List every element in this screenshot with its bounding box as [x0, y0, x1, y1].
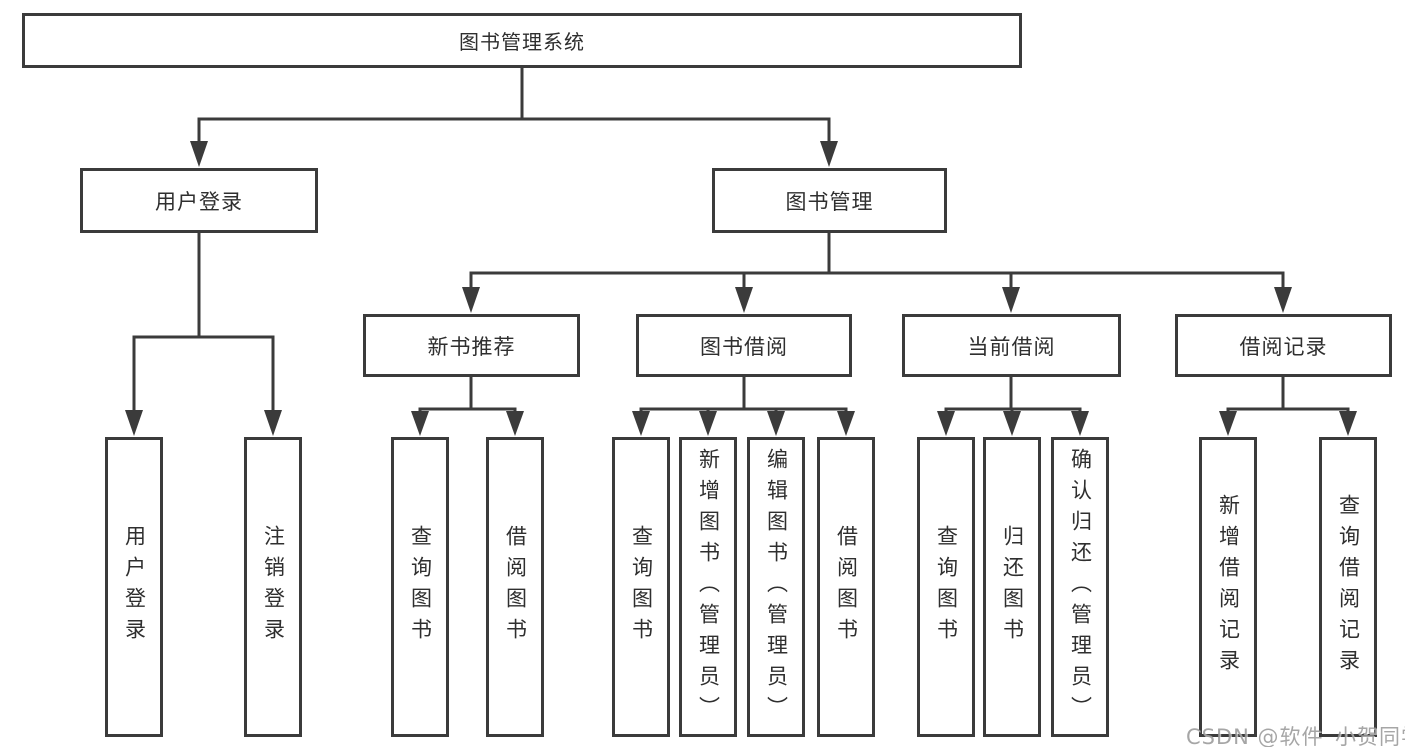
node-label: 借阅图书 — [503, 525, 528, 649]
node-bb-query-book: 查询图书 — [612, 437, 670, 737]
node-new-book-recommend: 新书推荐 — [363, 314, 580, 377]
node-label: 借阅记录 — [1239, 334, 1328, 359]
node-book-management: 图书管理 — [712, 168, 947, 233]
node-user-login-group: 用户登录 — [80, 168, 318, 233]
node-label: 注销登录 — [261, 525, 286, 649]
node-bb-add-book-admin: 新增图书（管理员） — [679, 437, 737, 737]
node-label: 新增借阅记录 — [1216, 494, 1241, 680]
node-label: 编辑图书（管理员） — [764, 447, 789, 727]
csdn-watermark: CSDN @软件_小贺同学 — [1186, 725, 1405, 747]
node-current-borrow: 当前借阅 — [902, 314, 1121, 377]
node-label: 确认归还（管理员） — [1068, 447, 1093, 727]
node-label: 查询图书 — [629, 525, 654, 649]
node-label: 图书管理系统 — [459, 30, 585, 54]
node-label: 图书管理 — [785, 189, 874, 214]
node-label: 借阅图书 — [834, 525, 859, 649]
node-user-login: 用户登录 — [105, 437, 163, 737]
node-cb-return-book: 归还图书 — [983, 437, 1041, 737]
node-borrow-records: 借阅记录 — [1175, 314, 1392, 377]
node-label: 用户登录 — [122, 525, 147, 649]
node-label: 用户登录 — [155, 189, 243, 214]
node-label: 新增图书（管理员） — [696, 447, 721, 727]
node-label: 图书借阅 — [700, 334, 788, 359]
node-logout: 注销登录 — [244, 437, 302, 737]
node-bb-edit-book-admin: 编辑图书（管理员） — [747, 437, 805, 737]
node-library-management-system: 图书管理系统 — [22, 13, 1022, 68]
arrowheads — [125, 141, 1357, 436]
node-book-borrow: 图书借阅 — [636, 314, 852, 377]
node-rec-borrow-book: 借阅图书 — [486, 437, 544, 737]
node-bb-borrow-book: 借阅图书 — [817, 437, 875, 737]
node-br-query-record: 查询借阅记录 — [1319, 437, 1377, 737]
node-label: 当前借阅 — [967, 334, 1056, 359]
node-label: 查询图书 — [408, 525, 433, 649]
node-label: 查询借阅记录 — [1336, 494, 1361, 680]
node-label: 归还图书 — [1000, 525, 1025, 649]
node-rec-query-book: 查询图书 — [391, 437, 449, 737]
node-br-add-record: 新增借阅记录 — [1199, 437, 1257, 737]
node-cb-query-book: 查询图书 — [917, 437, 975, 737]
node-cb-confirm-return-admin: 确认归还（管理员） — [1051, 437, 1109, 737]
node-label: 新书推荐 — [427, 334, 516, 359]
node-label: 查询图书 — [934, 525, 959, 649]
